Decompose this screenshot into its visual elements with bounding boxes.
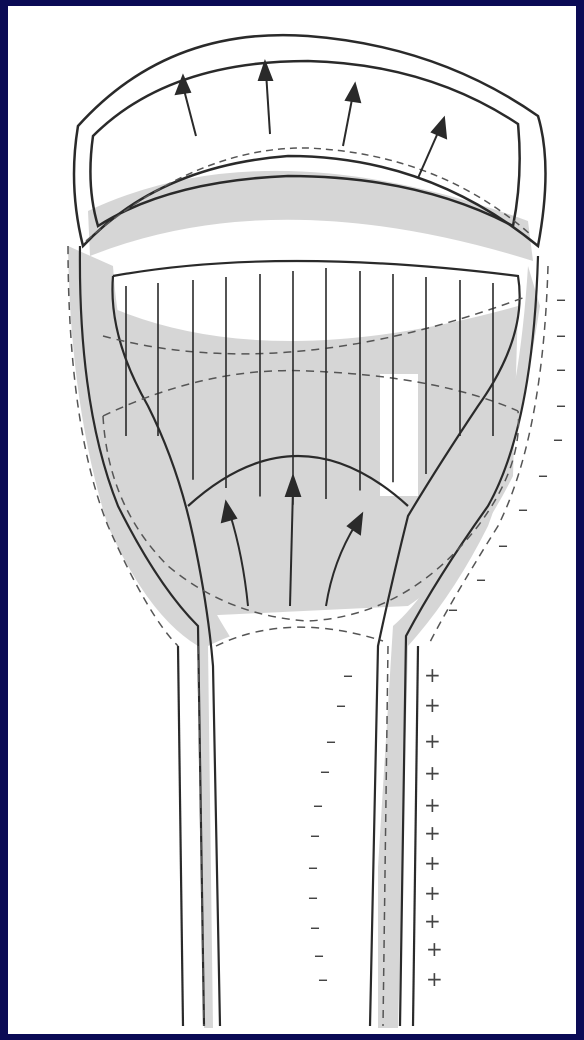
plus-sign: + xyxy=(424,793,441,817)
minus-sign: – xyxy=(518,497,528,521)
minus-sign: – xyxy=(308,855,318,879)
minus-sign: – xyxy=(343,663,353,687)
minus-sign: – xyxy=(308,885,318,909)
minus-sign: – xyxy=(498,533,508,557)
plus-sign: + xyxy=(424,821,441,845)
minus-sign: – xyxy=(553,427,563,451)
minus-sign: – xyxy=(313,793,323,817)
plus-sign: + xyxy=(424,881,441,905)
plus-sign: + xyxy=(426,967,443,991)
minus-sign: – xyxy=(310,915,320,939)
outward-arrows xyxy=(176,62,446,178)
minus-sign: – xyxy=(336,693,346,717)
plus-sign: + xyxy=(424,761,441,785)
diagram-frame: –––––––––––––––––––––+++++++++++ xyxy=(8,6,576,1034)
minus-sign: – xyxy=(320,759,330,783)
plus-sign: + xyxy=(424,909,441,933)
minus-sign: – xyxy=(310,823,320,847)
minus-sign: – xyxy=(476,567,486,591)
minus-sign: – xyxy=(448,597,458,621)
plus-sign: + xyxy=(424,729,441,753)
minus-sign: – xyxy=(556,323,566,347)
minus-sign: – xyxy=(326,729,336,753)
field-diagram: –––––––––––––––––––––+++++++++++ xyxy=(8,6,576,1034)
minus-sign: – xyxy=(556,357,566,381)
plus-sign: + xyxy=(424,663,441,687)
plus-sign: + xyxy=(424,693,441,717)
plus-sign: + xyxy=(426,937,443,961)
plus-sign: + xyxy=(424,851,441,875)
minus-sign: – xyxy=(556,287,566,311)
minus-sign: – xyxy=(318,967,328,991)
minus-sign: – xyxy=(556,393,566,417)
white-patch xyxy=(380,374,418,496)
minus-sign: – xyxy=(314,943,324,967)
minus-sign: – xyxy=(538,463,548,487)
